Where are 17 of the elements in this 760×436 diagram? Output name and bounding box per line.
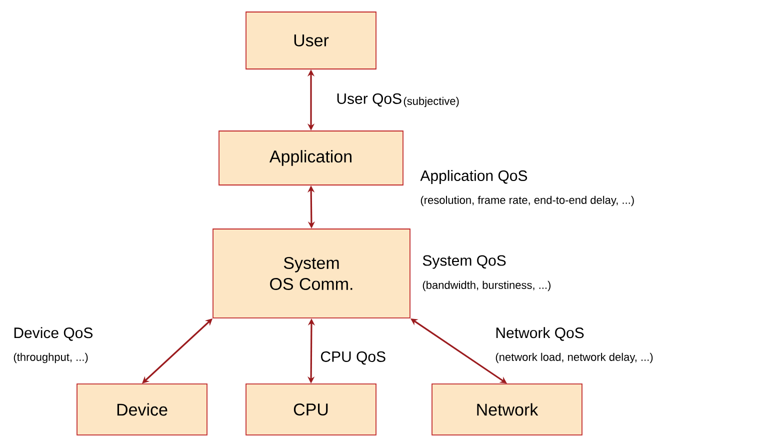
process-box: User xyxy=(246,12,376,70)
side-label: (resolution, frame rate, end-to-end delay, ...) xyxy=(420,196,634,206)
side-label: (bandwidth, burstiness, ...) xyxy=(422,280,550,292)
process-box: CPU xyxy=(246,384,376,436)
process-box: Device xyxy=(76,384,208,436)
side-label: System QoS xyxy=(422,255,506,269)
edge-label: Network QoS xyxy=(496,327,584,341)
side-label: Application QoS xyxy=(420,170,528,184)
process-box: Network xyxy=(432,384,582,436)
detail-label: (network load, network delay, ...) xyxy=(496,352,653,364)
process-box: System OS Comm. xyxy=(212,228,410,318)
detail-label: (throughput, ...) xyxy=(14,352,88,364)
process-box: Application xyxy=(218,130,404,186)
detail-label: (subjective) xyxy=(404,96,459,108)
edge-label: User QoS xyxy=(337,93,402,107)
edge-label: Device QoS xyxy=(14,327,93,341)
edge-label: CPU QoS xyxy=(320,351,386,365)
